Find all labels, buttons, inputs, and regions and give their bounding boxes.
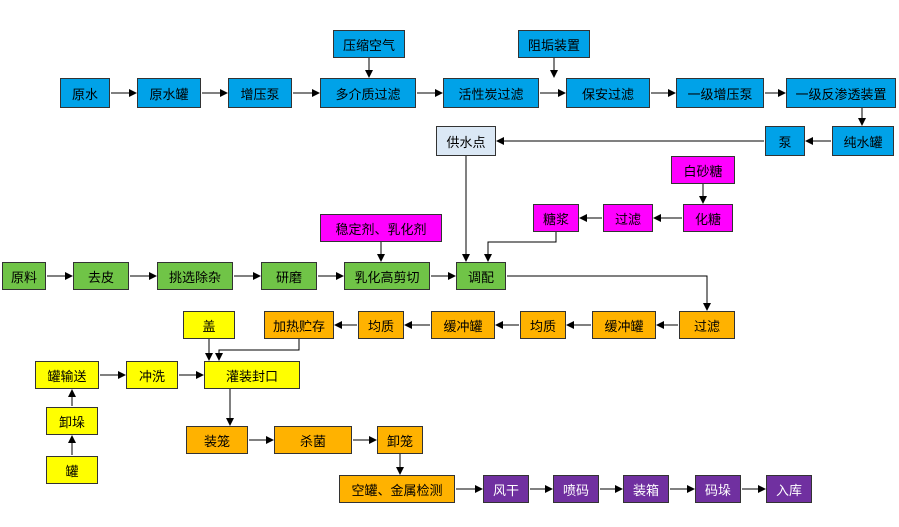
node-stabilizer-emulsifier: 稳定剂、乳化剂 [320, 214, 442, 242]
node-code-printing: 喷码 [553, 475, 599, 503]
node-emulsify-high-shear: 乳化高剪切 [344, 262, 430, 290]
node-first-stage-booster-pump: 一级增压泵 [676, 78, 764, 108]
node-filter-orange: 过滤 [679, 311, 735, 339]
node-can: 罐 [46, 456, 98, 484]
node-sorting-impurity-removal: 挑选除杂 [157, 262, 233, 290]
node-scale-inhibitor: 阻垢装置 [518, 30, 590, 58]
node-activated-carbon-filter: 活性炭过滤 [443, 78, 539, 108]
node-booster-pump: 增压泵 [228, 78, 292, 108]
node-homogenize-2: 均质 [520, 311, 566, 339]
node-pump: 泵 [765, 126, 805, 156]
node-buffer-tank-1: 缓冲罐 [431, 311, 495, 339]
node-rinsing: 冲洗 [126, 361, 178, 389]
node-dissolve-sugar: 化糖 [683, 204, 733, 232]
node-multimedia-filter: 多介质过滤 [320, 78, 416, 108]
node-homogenize-1: 均质 [358, 311, 404, 339]
node-peeling: 去皮 [73, 262, 129, 290]
node-boxing: 装箱 [623, 475, 669, 503]
node-white-sugar: 白砂糖 [671, 156, 735, 184]
node-grinding: 研磨 [261, 262, 317, 290]
node-buffer-tank-2: 缓冲罐 [592, 311, 656, 339]
node-first-stage-ro-unit: 一级反渗透装置 [786, 78, 896, 108]
node-air-drying: 风干 [483, 475, 529, 503]
flow-arrow-24 [507, 275, 711, 311]
node-raw-water-tank: 原水罐 [137, 78, 201, 108]
node-depalletizing: 卸垛 [46, 407, 98, 435]
node-syrup: 糖浆 [533, 204, 579, 232]
node-empty-can-metal-detection: 空罐、金属检测 [339, 475, 455, 503]
node-compressed-air: 压缩空气 [333, 30, 405, 58]
node-palletizing: 码垛 [695, 475, 741, 503]
node-warehousing: 入库 [766, 475, 812, 503]
node-security-filter: 保安过滤 [566, 78, 650, 108]
node-basket-unloading: 卸笼 [377, 426, 423, 454]
flow-arrow-30 [215, 339, 300, 361]
node-basket-loading: 装笼 [186, 426, 248, 454]
node-lid: 盖 [183, 311, 235, 339]
node-pure-water-tank: 纯水罐 [832, 126, 894, 156]
node-heat-storage: 加热贮存 [264, 311, 334, 339]
node-blending: 调配 [456, 262, 506, 290]
node-filling-sealing: 灌装封口 [204, 361, 300, 389]
node-water-supply-point: 供水点 [436, 126, 496, 156]
node-can-conveying: 罐输送 [35, 361, 99, 389]
node-sterilization: 杀菌 [274, 426, 352, 454]
node-raw-water: 原水 [60, 78, 110, 108]
flow-arrow-17 [484, 232, 557, 262]
node-raw-material: 原料 [2, 262, 46, 290]
node-sugar-filter: 过滤 [603, 204, 653, 232]
